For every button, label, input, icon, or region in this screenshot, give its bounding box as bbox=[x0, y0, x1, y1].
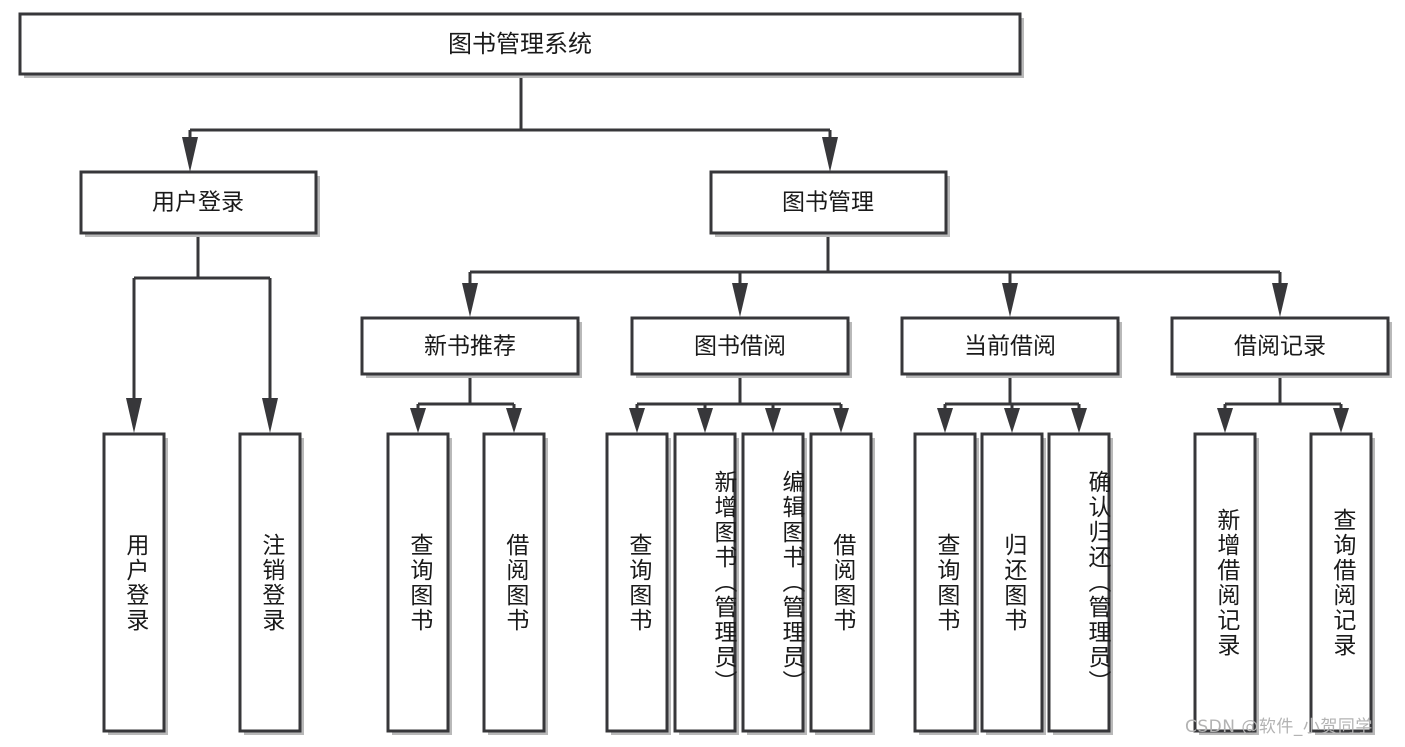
connector-group-book-manage-to-level3 bbox=[462, 233, 1288, 317]
node-book-borrow-label: 图书借阅 bbox=[694, 334, 786, 360]
node-borrow-record-box[interactable] bbox=[1170, 316, 1390, 376]
leaf-box-new-book-2[interactable] bbox=[482, 432, 546, 733]
connector-group-borrow-record-to-leaves bbox=[1217, 374, 1349, 433]
node-current-borrow-label: 当前借阅 bbox=[964, 334, 1056, 360]
arrow-icon-to-book-manage bbox=[822, 137, 838, 172]
arrow-icon-bb-leaf-3 bbox=[765, 408, 781, 433]
leaf-box-borrow-record-1[interactable] bbox=[1193, 432, 1257, 733]
leaf-box-current-borrow-2[interactable] bbox=[980, 432, 1044, 733]
leaf-boxes-new-book-recommend bbox=[386, 432, 548, 735]
leaf-boxes-book-borrow bbox=[605, 432, 875, 735]
connector-group-book-borrow-to-leaves bbox=[629, 374, 849, 433]
leaf-box-user-login-2[interactable] bbox=[238, 432, 302, 733]
node-current-borrow[interactable]: 当前借阅 bbox=[900, 316, 1122, 378]
node-root-label: 图书管理系统 bbox=[448, 30, 592, 58]
node-borrow-record-label: 借阅记录 bbox=[1234, 334, 1326, 360]
node-new-book-label: 新书推荐 bbox=[424, 334, 516, 360]
leaf-box-new-book-1[interactable] bbox=[386, 432, 450, 733]
arrow-icon-to-current-borrow bbox=[1002, 283, 1018, 317]
arrow-icon-cb-leaf-3 bbox=[1071, 408, 1087, 433]
arrow-icon-cb-leaf-1 bbox=[937, 408, 953, 433]
arrow-icon-cb-leaf-2 bbox=[1004, 408, 1020, 433]
leaf-box-book-borrow-1[interactable] bbox=[605, 432, 669, 733]
node-book-borrow-box[interactable] bbox=[630, 316, 850, 376]
leaf-box-book-borrow-3[interactable] bbox=[741, 432, 805, 733]
leaf-boxes-borrow-record bbox=[1193, 432, 1375, 735]
node-borrow-record[interactable]: 借阅记录 bbox=[1170, 316, 1392, 378]
leaf-box-current-borrow-1[interactable] bbox=[913, 432, 977, 733]
csdn-watermark: CSDN @软件_小贺同学 bbox=[1185, 717, 1373, 737]
node-user-login[interactable]: 用户登录 bbox=[79, 170, 320, 237]
arrow-icon-login-leaf-2 bbox=[262, 398, 278, 433]
node-root-box[interactable] bbox=[18, 12, 1022, 76]
arrow-icon-br-leaf-2 bbox=[1333, 408, 1349, 433]
leaf-boxes-user-login bbox=[102, 432, 304, 735]
connector-group-root-to-level2 bbox=[182, 76, 838, 172]
leaf-boxes-current-borrow bbox=[913, 432, 1113, 735]
node-book-manage-label: 图书管理 bbox=[782, 190, 874, 216]
arrow-icon-bb-leaf-1 bbox=[629, 408, 645, 433]
connector-group-user-login-to-leaves bbox=[126, 233, 278, 433]
arrow-icon-to-borrow-record bbox=[1272, 283, 1288, 317]
arrow-icon-bb-leaf-4 bbox=[833, 408, 849, 433]
arrow-icon-login-leaf-1 bbox=[126, 398, 142, 433]
node-new-book-recommend[interactable]: 新书推荐 bbox=[360, 316, 582, 378]
leaf-box-book-borrow-2[interactable] bbox=[673, 432, 737, 733]
node-root[interactable]: 图书管理系统 bbox=[18, 12, 1024, 78]
arrow-icon-newbook-leaf-2 bbox=[506, 408, 522, 433]
arrow-icon-bb-leaf-2 bbox=[697, 408, 713, 433]
arrow-icon-newbook-leaf-1 bbox=[410, 408, 426, 433]
arrow-icon-br-leaf-1 bbox=[1217, 408, 1233, 433]
leaf-box-borrow-record-2[interactable] bbox=[1309, 432, 1373, 733]
leaf-box-current-borrow-3[interactable] bbox=[1047, 432, 1111, 733]
arrow-icon-to-new-book bbox=[462, 283, 478, 317]
node-user-login-box[interactable] bbox=[79, 170, 318, 235]
connector-group-new-book-to-leaves bbox=[410, 374, 522, 433]
connector-group-current-borrow-to-leaves bbox=[937, 374, 1087, 433]
leaf-box-user-login-1[interactable] bbox=[102, 432, 166, 733]
arrow-icon-to-book-borrow bbox=[732, 283, 748, 317]
node-book-manage-box[interactable] bbox=[709, 170, 948, 235]
node-book-borrow[interactable]: 图书借阅 bbox=[630, 316, 852, 378]
node-user-login-label: 用户登录 bbox=[152, 190, 244, 216]
node-new-book-box[interactable] bbox=[360, 316, 580, 376]
arrow-icon-to-user-login bbox=[182, 137, 198, 172]
node-book-manage[interactable]: 图书管理 bbox=[709, 170, 950, 237]
leaf-box-book-borrow-4[interactable] bbox=[809, 432, 873, 733]
node-current-borrow-box[interactable] bbox=[900, 316, 1120, 376]
